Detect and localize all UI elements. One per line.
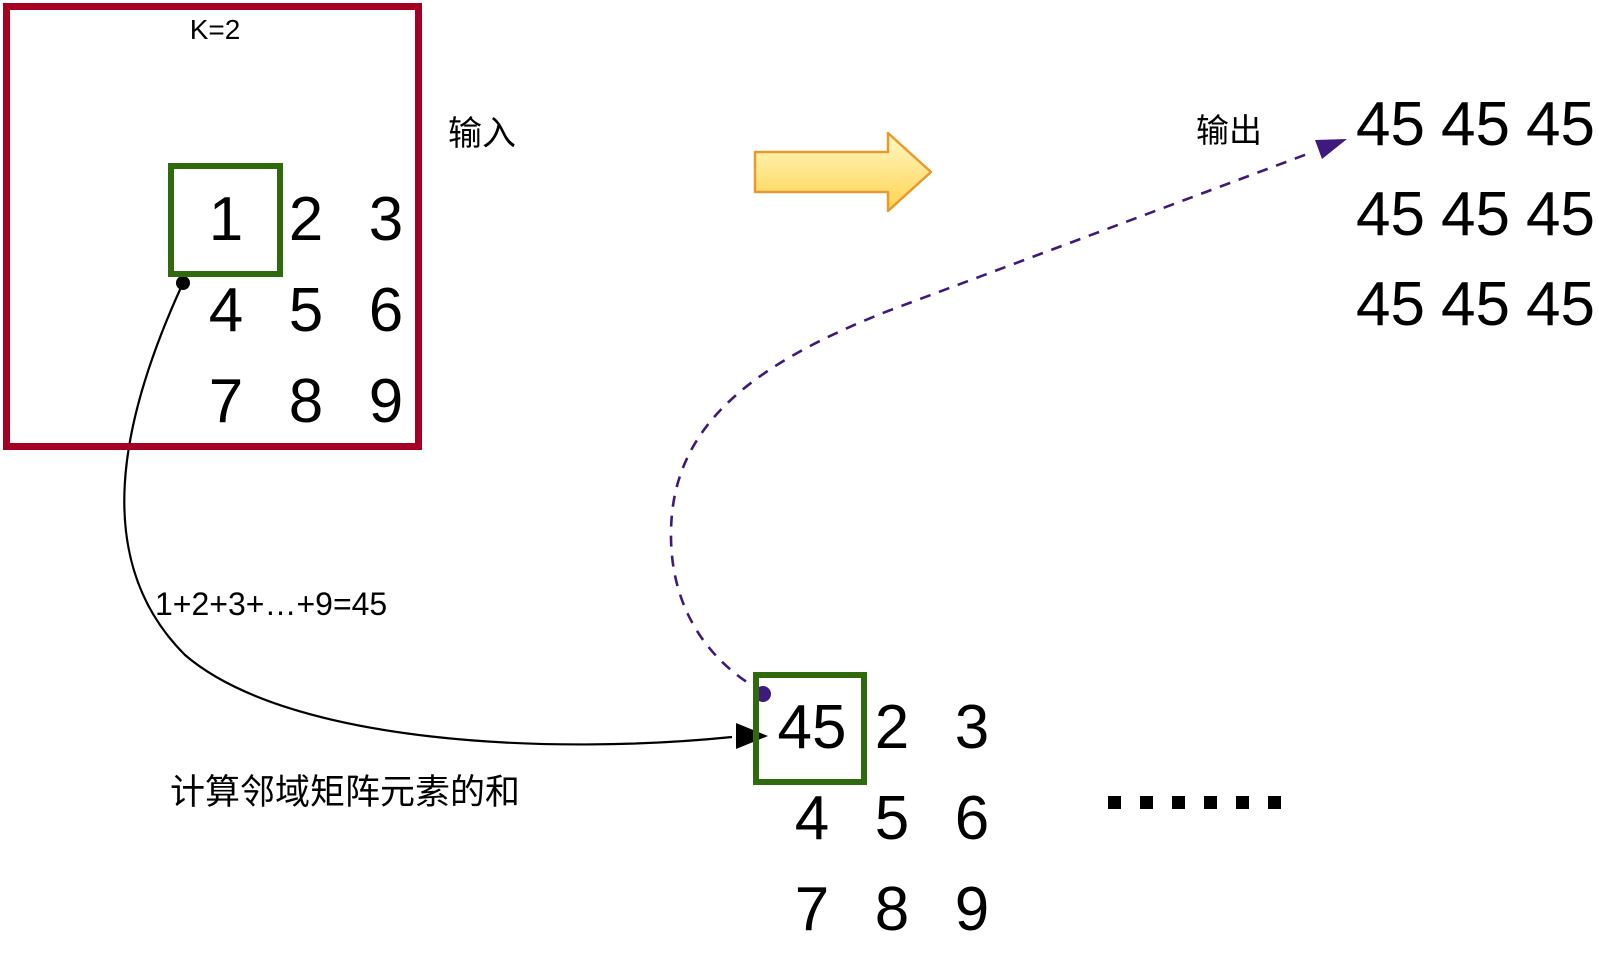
matrix-cell: 6: [954, 783, 990, 853]
output-label: 输出: [1196, 112, 1262, 149]
ellipsis-dot: [1172, 796, 1185, 809]
matrix-cell: 3: [954, 692, 990, 762]
matrix-cell: 8: [288, 366, 324, 436]
matrix-cell: 45: [1526, 180, 1595, 249]
input-label: 输入: [448, 115, 516, 153]
matrix-cell: 1: [208, 184, 244, 254]
ellipsis-dot: [1108, 796, 1121, 809]
matrix-cell: 45: [1441, 180, 1510, 249]
dashed-curved-arrow: [669, 139, 1347, 702]
matrix-cell: 3: [368, 184, 404, 254]
matrix-cell: 4: [208, 275, 244, 345]
output-matrix: 45 45 45 45 45 45 45 45 45: [1348, 80, 1598, 350]
matrix-cell: 45: [1356, 90, 1425, 159]
matrix-cell: 9: [954, 874, 990, 944]
matrix-cell: 45: [1356, 270, 1425, 339]
matrix-cell: 45: [1441, 270, 1510, 339]
ellipsis-dot: [1236, 796, 1249, 809]
matrix-cell: 45: [777, 692, 847, 762]
matrix-cell: 45: [1526, 90, 1595, 159]
matrix-cell: 5: [874, 783, 910, 853]
kernel-size-label: K=2: [189, 14, 241, 45]
right-arrow-icon: [753, 131, 933, 213]
ellipsis-dot: [1140, 796, 1153, 809]
sum-matrix: 45 2 3 4 5 6 7 8 9: [772, 682, 1012, 955]
matrix-cell: 2: [288, 184, 324, 254]
sum-highlight-box: [753, 672, 867, 785]
matrix-cell: 45: [1441, 90, 1510, 159]
ellipsis-dot: [1204, 796, 1217, 809]
operation-caption: 计算邻域矩阵元素的和: [170, 773, 521, 812]
matrix-cell: 45: [1356, 180, 1425, 249]
arrowhead: [1315, 139, 1347, 159]
matrix-cell: 9: [368, 366, 404, 436]
matrix-cell: 7: [794, 874, 830, 944]
input-matrix: 1 2 3 4 5 6 7 8 9: [186, 174, 426, 447]
matrix-cell: 4: [794, 783, 830, 853]
input-highlight-box: [168, 163, 283, 277]
matrix-cell: 7: [208, 366, 244, 436]
matrix-cell: 6: [368, 275, 404, 345]
matrix-cell: 45: [1526, 270, 1595, 339]
matrix-cell: 8: [874, 874, 910, 944]
sum-formula: 1+2+3+…+9=45: [155, 586, 388, 622]
ellipsis-dots: [1108, 796, 1281, 809]
matrix-cell: 5: [288, 275, 324, 345]
ellipsis-dot: [1268, 796, 1281, 809]
kernel-box: [3, 3, 422, 450]
matrix-cell: 2: [874, 692, 910, 762]
